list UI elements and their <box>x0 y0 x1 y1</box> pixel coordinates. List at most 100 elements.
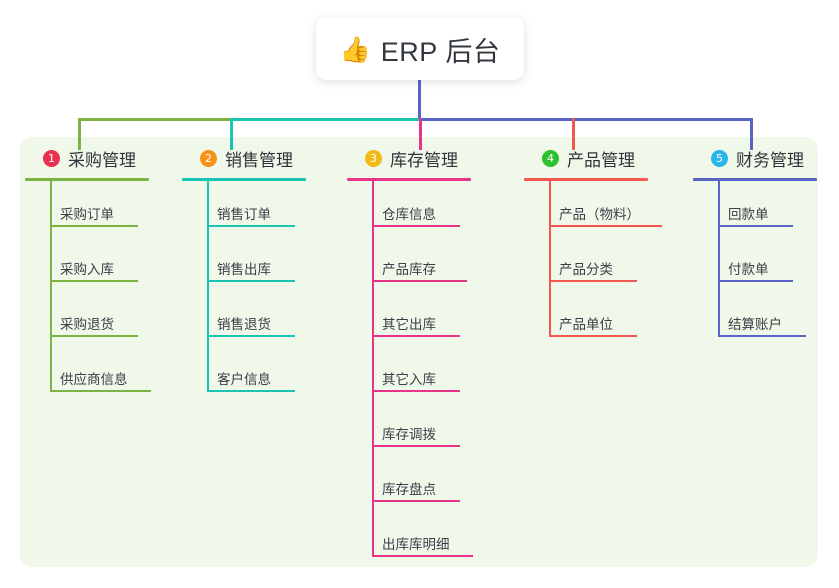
module-header-sales[interactable]: 2 销售管理 <box>182 146 306 170</box>
thumbs-up-icon: 👍 <box>339 34 371 64</box>
module-item[interactable]: 产品分类 <box>524 236 648 291</box>
module-item-label: 采购退货 <box>60 317 114 332</box>
module-item-rule <box>207 335 295 337</box>
root-node-erp-backend[interactable]: 👍 ERP 后台 <box>316 18 524 80</box>
module-header-label-finance: 财务管理 <box>736 150 804 170</box>
module-item-rule <box>549 335 637 337</box>
module-item-rule <box>372 555 473 557</box>
module-column-purchasing: 1 采购管理采购订单采购入库采购退货供应商信息 <box>25 146 151 401</box>
module-item[interactable]: 库存盘点 <box>347 456 471 511</box>
module-item[interactable]: 库存调拨 <box>347 401 471 456</box>
module-item-list-sales: 销售订单销售出库销售退货客户信息 <box>182 181 306 401</box>
module-item-rule <box>372 445 460 447</box>
module-item-rule <box>50 335 138 337</box>
module-item-label: 出库库明细 <box>382 537 450 552</box>
module-item[interactable]: 仓库信息 <box>347 181 471 236</box>
module-column-finance: 5 财务管理回款单付款单结算账户 <box>693 146 817 346</box>
module-number-badge-inventory: 3 <box>365 149 382 167</box>
module-item[interactable]: 其它入库 <box>347 346 471 401</box>
module-item-label: 销售出库 <box>217 262 271 277</box>
module-item-rule <box>372 280 467 282</box>
module-item-label: 采购订单 <box>60 207 114 222</box>
module-header-rule-finance <box>693 178 817 181</box>
module-item-rule <box>549 280 637 282</box>
module-header-label-purchasing: 采购管理 <box>68 150 136 170</box>
module-item[interactable]: 采购订单 <box>25 181 149 236</box>
module-item-rule <box>549 225 662 227</box>
module-item[interactable]: 其它出库 <box>347 291 471 346</box>
module-header-label-inventory: 库存管理 <box>390 150 458 170</box>
module-header-product[interactable]: 4 产品管理 <box>524 146 648 170</box>
module-item[interactable]: 付款单 <box>693 236 817 291</box>
module-item-label: 销售订单 <box>217 207 271 222</box>
module-spine-sales <box>207 181 209 392</box>
module-header-inventory[interactable]: 3 库存管理 <box>347 146 471 170</box>
module-header-purchasing[interactable]: 1 采购管理 <box>25 146 149 170</box>
connector-drop-purchasing <box>78 118 81 150</box>
module-item-label: 仓库信息 <box>382 207 436 222</box>
module-item[interactable]: 结算账户 <box>693 291 817 346</box>
module-number-badge-sales: 2 <box>200 149 217 167</box>
module-item-label: 客户信息 <box>217 372 271 387</box>
module-item-rule <box>207 280 295 282</box>
module-item-label: 产品库存 <box>382 262 436 277</box>
module-item-label: 产品（物料） <box>559 207 640 222</box>
module-number-badge-product: 4 <box>542 149 559 167</box>
connector-drop-finance <box>750 118 753 150</box>
module-item-rule <box>207 225 295 227</box>
module-item[interactable]: 销售出库 <box>182 236 306 291</box>
module-item[interactable]: 销售退货 <box>182 291 306 346</box>
module-header-rule-purchasing <box>25 178 149 181</box>
module-item-rule <box>718 225 793 227</box>
module-item-list-inventory: 仓库信息产品库存其它出库其它入库库存调拨库存盘点出库库明细 <box>347 181 473 566</box>
connector-drop-inventory <box>419 118 422 150</box>
module-spine-finance <box>718 181 720 337</box>
module-item[interactable]: 产品（物料） <box>524 181 662 236</box>
module-number-badge-purchasing: 1 <box>43 149 60 167</box>
module-item-rule <box>372 335 460 337</box>
module-item-rule <box>718 280 793 282</box>
module-item-rule <box>50 390 151 392</box>
module-item[interactable]: 供应商信息 <box>25 346 151 401</box>
module-item[interactable]: 客户信息 <box>182 346 306 401</box>
module-item-rule <box>372 225 460 227</box>
module-item-label: 采购入库 <box>60 262 114 277</box>
module-item[interactable]: 出库库明细 <box>347 511 473 566</box>
module-item-rule <box>50 225 138 227</box>
module-column-sales: 2 销售管理销售订单销售出库销售退货客户信息 <box>182 146 306 401</box>
module-item-label: 产品分类 <box>559 262 613 277</box>
module-item[interactable]: 产品单位 <box>524 291 648 346</box>
module-header-finance[interactable]: 5 财务管理 <box>693 146 817 170</box>
module-column-product: 4 产品管理产品（物料） 产品分类产品单位 <box>524 146 662 346</box>
root-node-label: ERP 后台 <box>380 36 501 67</box>
module-item-list-product: 产品（物料） 产品分类产品单位 <box>524 181 662 346</box>
module-spine-product <box>549 181 551 337</box>
connector-drop-sales <box>230 118 233 150</box>
module-column-inventory: 3 库存管理仓库信息产品库存其它出库其它入库库存调拨库存盘点出库库明细 <box>347 146 473 566</box>
module-item[interactable]: 采购入库 <box>25 236 149 291</box>
module-item[interactable]: 采购退货 <box>25 291 149 346</box>
module-spine-purchasing <box>50 181 52 392</box>
connector-bar-blue <box>419 118 752 121</box>
module-number-badge-finance: 5 <box>711 149 728 167</box>
module-item-rule <box>207 390 295 392</box>
module-header-rule-inventory <box>347 178 471 181</box>
module-item-label: 销售退货 <box>217 317 271 332</box>
module-item[interactable]: 回款单 <box>693 181 817 236</box>
module-item-rule <box>372 390 460 392</box>
module-item[interactable]: 产品库存 <box>347 236 471 291</box>
module-item-rule <box>718 335 806 337</box>
module-header-label-product: 产品管理 <box>567 150 635 170</box>
module-header-label-sales: 销售管理 <box>225 150 293 170</box>
module-header-rule-sales <box>182 178 306 181</box>
module-item-list-finance: 回款单付款单结算账户 <box>693 181 817 346</box>
connector-bar-teal <box>230 118 419 121</box>
module-item[interactable]: 销售订单 <box>182 181 306 236</box>
module-item-label: 回款单 <box>728 207 769 222</box>
connector-bar-green <box>78 118 230 121</box>
module-item-label: 其它出库 <box>382 317 436 332</box>
module-spine-inventory <box>372 181 374 557</box>
connector-stem <box>418 80 421 121</box>
module-item-label: 其它入库 <box>382 372 436 387</box>
